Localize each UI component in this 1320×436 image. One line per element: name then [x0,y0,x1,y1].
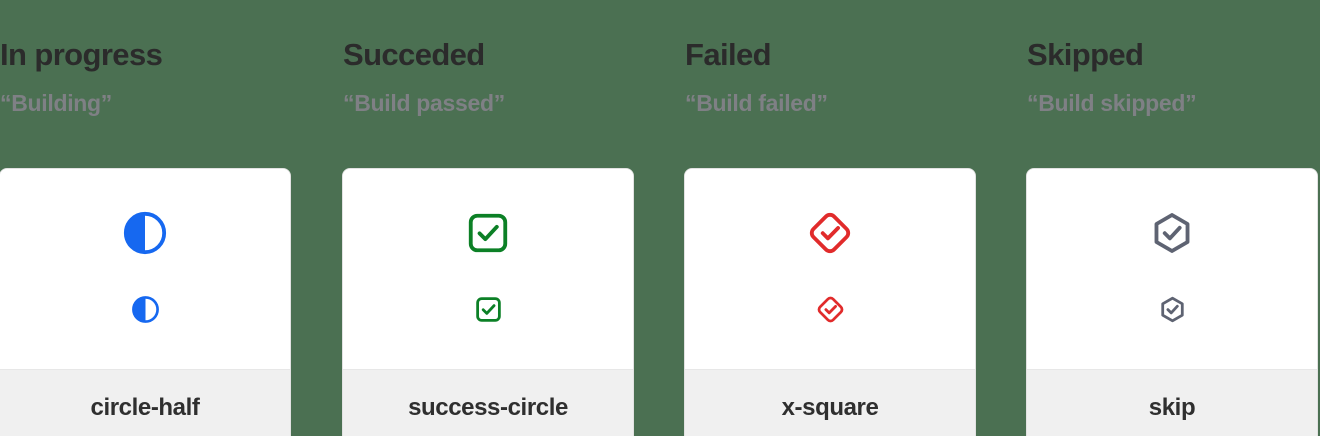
icon-preview-large [685,205,975,261]
icon-preview-small [1027,291,1317,327]
column-title: Failed [685,37,772,72]
status-column-failed: Failed “Build failed” [684,0,978,436]
column-subtitle: “Build passed” [343,90,505,116]
column-title: Skipped [1027,37,1144,72]
column-subtitle: “Build failed” [685,90,828,116]
status-column-succeded: Succeded “Build passed” su [342,0,636,436]
icon-name-label: x-square [781,394,879,421]
icon-preview-small [343,291,633,327]
column-title: In progress [0,37,163,72]
icon-preview-large [0,205,290,261]
icon-preview-small [685,291,975,327]
circle-half-icon [131,295,159,323]
circle-half-icon [123,211,167,255]
column-subtitle: “Build skipped” [1027,90,1197,116]
icon-name-label: success-circle [408,394,568,421]
icon-card-footer: circle-half [0,369,290,436]
icon-card-body [1027,169,1317,369]
icon-name-label: skip [1148,394,1196,421]
status-column-in-progress: In progress “Building” cir [0,0,293,436]
icon-card-footer: success-circle [343,369,633,436]
icon-preview-large [1027,205,1317,261]
success-circle-icon [475,296,501,322]
status-column-skipped: Skipped “Build skipped” sk [1026,0,1320,436]
x-square-icon [809,212,851,254]
icon-card-skip[interactable]: skip [1026,168,1318,436]
icon-card-circle-half[interactable]: circle-half [0,168,291,436]
x-square-icon [817,296,843,322]
success-circle-icon [468,213,508,253]
column-title: Succeded [343,37,485,72]
icon-preview-small [0,291,290,327]
icon-card-body [0,169,290,369]
skip-icon [1154,213,1190,253]
icon-card-x-square[interactable]: x-square [684,168,976,436]
icon-card-footer: x-square [685,369,975,436]
column-subtitle: “Building” [0,90,112,116]
icon-card-body [685,169,975,369]
icon-card-body [343,169,633,369]
skip-icon [1160,296,1184,322]
icon-card-success-circle[interactable]: success-circle [342,168,634,436]
icon-card-footer: skip [1027,369,1317,436]
icon-preview-large [343,205,633,261]
icon-name-label: circle-half [90,394,200,421]
